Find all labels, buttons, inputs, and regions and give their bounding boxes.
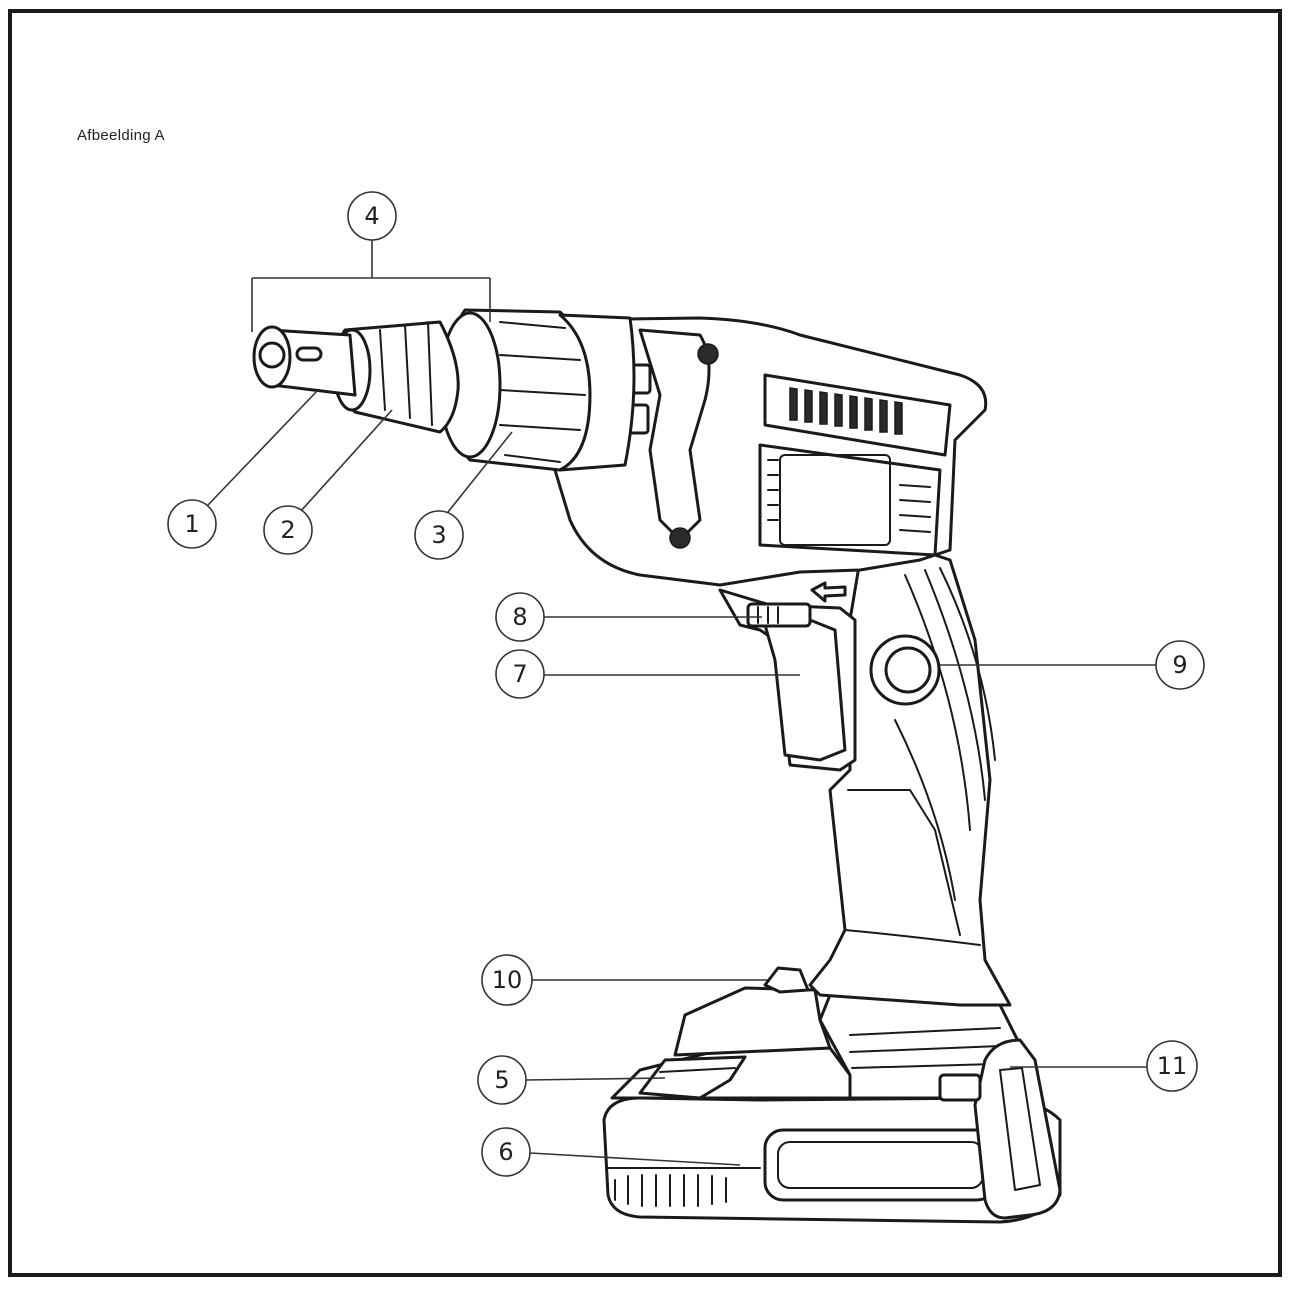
battery-vents <box>614 1174 727 1207</box>
belt-clip <box>938 1038 1062 1220</box>
callout-7-label: 7 <box>512 660 527 688</box>
callout-8: 8 <box>495 592 545 642</box>
motor-vents <box>789 387 903 435</box>
callout-9: 9 <box>1155 640 1205 690</box>
callout-3-label: 3 <box>431 521 446 549</box>
leader-5 <box>525 1077 666 1081</box>
callout-5-label: 5 <box>494 1066 509 1094</box>
callout-1-label: 1 <box>184 510 199 538</box>
handle <box>808 548 1012 1007</box>
callout-10-label: 10 <box>492 966 523 994</box>
trigger-area <box>718 581 857 772</box>
depth-locator <box>438 308 636 472</box>
leader-6 <box>529 1152 741 1166</box>
callout-11: 11 <box>1146 1040 1198 1092</box>
callout-6: 6 <box>481 1127 531 1177</box>
leader-2 <box>299 409 393 513</box>
figure-caption: Afbeelding A <box>77 127 165 144</box>
battery-pack <box>602 986 1062 1224</box>
callout-6-label: 6 <box>498 1138 513 1166</box>
bracket-4 <box>251 240 491 332</box>
figure-frame <box>8 9 1282 1277</box>
callout-2: 2 <box>263 505 313 555</box>
leader-1 <box>207 389 319 506</box>
side-switch <box>869 634 941 706</box>
screwdriver-drawing <box>252 308 1062 1224</box>
callout-2-label: 2 <box>280 516 295 544</box>
callout-8-label: 8 <box>512 603 527 631</box>
leader-3 <box>447 431 513 513</box>
bit-holder <box>252 325 357 397</box>
callout-3: 3 <box>414 510 464 560</box>
callout-11-label: 11 <box>1157 1052 1188 1080</box>
callout-5: 5 <box>477 1055 527 1105</box>
callout-4: 4 <box>347 191 397 241</box>
motor-housing <box>553 316 988 587</box>
callout-7: 7 <box>495 649 545 699</box>
callout-1: 1 <box>167 499 217 549</box>
callout-4-label: 4 <box>364 202 379 230</box>
callout-10: 10 <box>481 954 533 1006</box>
callout-9-label: 9 <box>1172 651 1187 679</box>
battery-indicator <box>763 966 810 994</box>
